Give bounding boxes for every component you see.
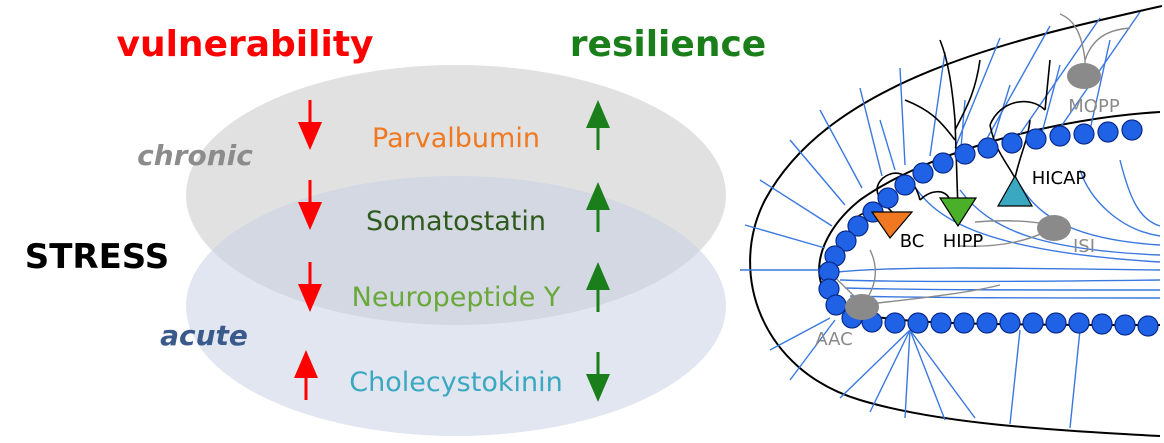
parvalbumin-vulnerability-down-arrow-icon: [298, 100, 322, 150]
somatostatin-resilience-up-arrow-icon: [586, 182, 610, 232]
granule-cell: [932, 152, 954, 174]
granule-cell: [1049, 125, 1071, 147]
gray-processes: [829, 13, 1131, 306]
acute-ellipse: [186, 176, 726, 436]
granule-cell: [1022, 312, 1044, 334]
stress-label: STRESS: [25, 237, 170, 277]
marker-cholecystokinin: Cholecystokinin: [349, 367, 562, 398]
granule-cell: [884, 312, 906, 334]
granule-cell: [1073, 123, 1095, 145]
granule-cell: [912, 162, 934, 184]
neuropeptide-y-vulnerability-down-arrow-icon: [298, 262, 322, 312]
granule-cell: [825, 294, 847, 316]
granule-cell: [1068, 312, 1090, 334]
granule-cell: [1137, 315, 1159, 337]
granule-cell: [1045, 312, 1067, 334]
hipp-cell: [938, 197, 978, 228]
aac-label: AAC: [815, 329, 852, 350]
granule-cell: [976, 312, 998, 334]
granule-cell: [894, 174, 916, 196]
isi-cell: [1037, 215, 1071, 241]
cholecystokinin-resilience-down-arrow-icon: [586, 352, 610, 402]
granule-cell: [1097, 121, 1119, 143]
resilience-header: resilience: [570, 24, 766, 65]
granule-cell: [877, 187, 899, 209]
granule-cell: [977, 137, 999, 159]
parvalbumin-resilience-up-arrow-icon: [586, 100, 610, 150]
marker-parvalbumin: Parvalbumin: [372, 123, 540, 154]
aac-cell: [845, 294, 879, 320]
acute-label: acute: [160, 319, 248, 352]
mopp-cell: [1067, 63, 1101, 89]
granule-cell: [1114, 314, 1136, 336]
hicap-cell: [996, 174, 1034, 207]
neuropeptide-y-resilience-up-arrow-icon: [586, 262, 610, 312]
granule-cell: [953, 312, 975, 334]
marker-somatostatin: Somatostatin: [366, 206, 546, 237]
granule-cell: [954, 143, 976, 165]
granule-cell: [1001, 132, 1023, 154]
somatostatin-vulnerability-down-arrow-icon: [298, 180, 322, 230]
granule-cell: [835, 230, 857, 252]
bc-label: BC: [900, 231, 925, 252]
granule-cell: [1121, 119, 1143, 141]
bc-cell: [870, 211, 914, 239]
granule-cell: [847, 215, 869, 237]
mopp-label: MOPP: [1068, 96, 1120, 117]
vulnerability-header: vulnerability: [117, 24, 374, 65]
hipp-label: HIPP: [943, 231, 984, 252]
granule-cell-layer: [818, 119, 1159, 337]
outer-boundary: [749, 5, 1163, 437]
granule-cell: [930, 312, 952, 334]
cholecystokinin-vulnerability-up-arrow-icon: [294, 350, 318, 400]
granule-cell: [907, 312, 929, 334]
granule-cell: [1091, 313, 1113, 335]
chronic-label: chronic: [137, 139, 253, 172]
granule-cell: [1025, 128, 1047, 150]
marker-neuropeptide-y: Neuropeptide Y: [352, 282, 561, 313]
isi-label: ISI: [1073, 236, 1095, 257]
granule-cell: [999, 312, 1021, 334]
dentate-gyrus-schematic: MOPP HICAP BC HIPP ISI AAC: [740, 5, 1163, 437]
hicap-label: HICAP: [1032, 168, 1087, 189]
